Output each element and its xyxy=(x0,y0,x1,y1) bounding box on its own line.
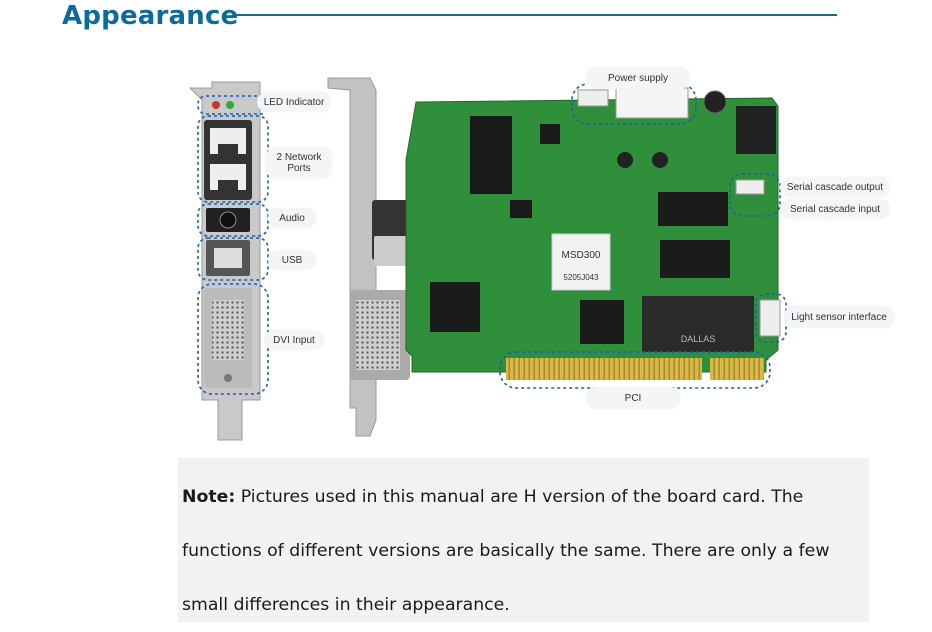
board-figure: DALLAS MSD300 5205J043 xyxy=(188,77,787,441)
note-body: Pictures used in this manual are H versi… xyxy=(182,487,830,615)
callout-light-sensor-interface: Light sensor interface xyxy=(784,306,894,328)
section-heading: Appearance xyxy=(62,0,238,32)
callout-usb: USB xyxy=(268,250,316,270)
callout-led-indicator: LED Indicator xyxy=(257,92,331,112)
callout-serial-cascade-output: Serial cascade output xyxy=(780,177,890,197)
board-side-view: DALLAS MSD300 5205J043 xyxy=(327,77,787,437)
callout-pci: PCI xyxy=(586,387,680,409)
page-title: Appearance xyxy=(62,1,239,31)
callout-power-supply: Power supply xyxy=(586,67,690,89)
chip-label: DALLAS xyxy=(681,334,716,344)
note-box: Note: Pictures used in this manual are H… xyxy=(178,458,869,622)
callout-network-ports: 2 Network Ports xyxy=(266,147,332,179)
board-serial: 5205J043 xyxy=(563,273,599,282)
bracket-front-view xyxy=(188,81,269,441)
board-model: MSD300 xyxy=(562,250,601,261)
heading-rule xyxy=(236,14,837,16)
note-text: Note: Pictures used in this manual are H… xyxy=(182,470,868,632)
callout-serial-cascade-input: Serial cascade input xyxy=(780,199,890,219)
note-label: Note: xyxy=(182,487,236,507)
callout-audio: Audio xyxy=(268,208,316,228)
callout-dvi-input: DVI Input xyxy=(264,330,324,350)
